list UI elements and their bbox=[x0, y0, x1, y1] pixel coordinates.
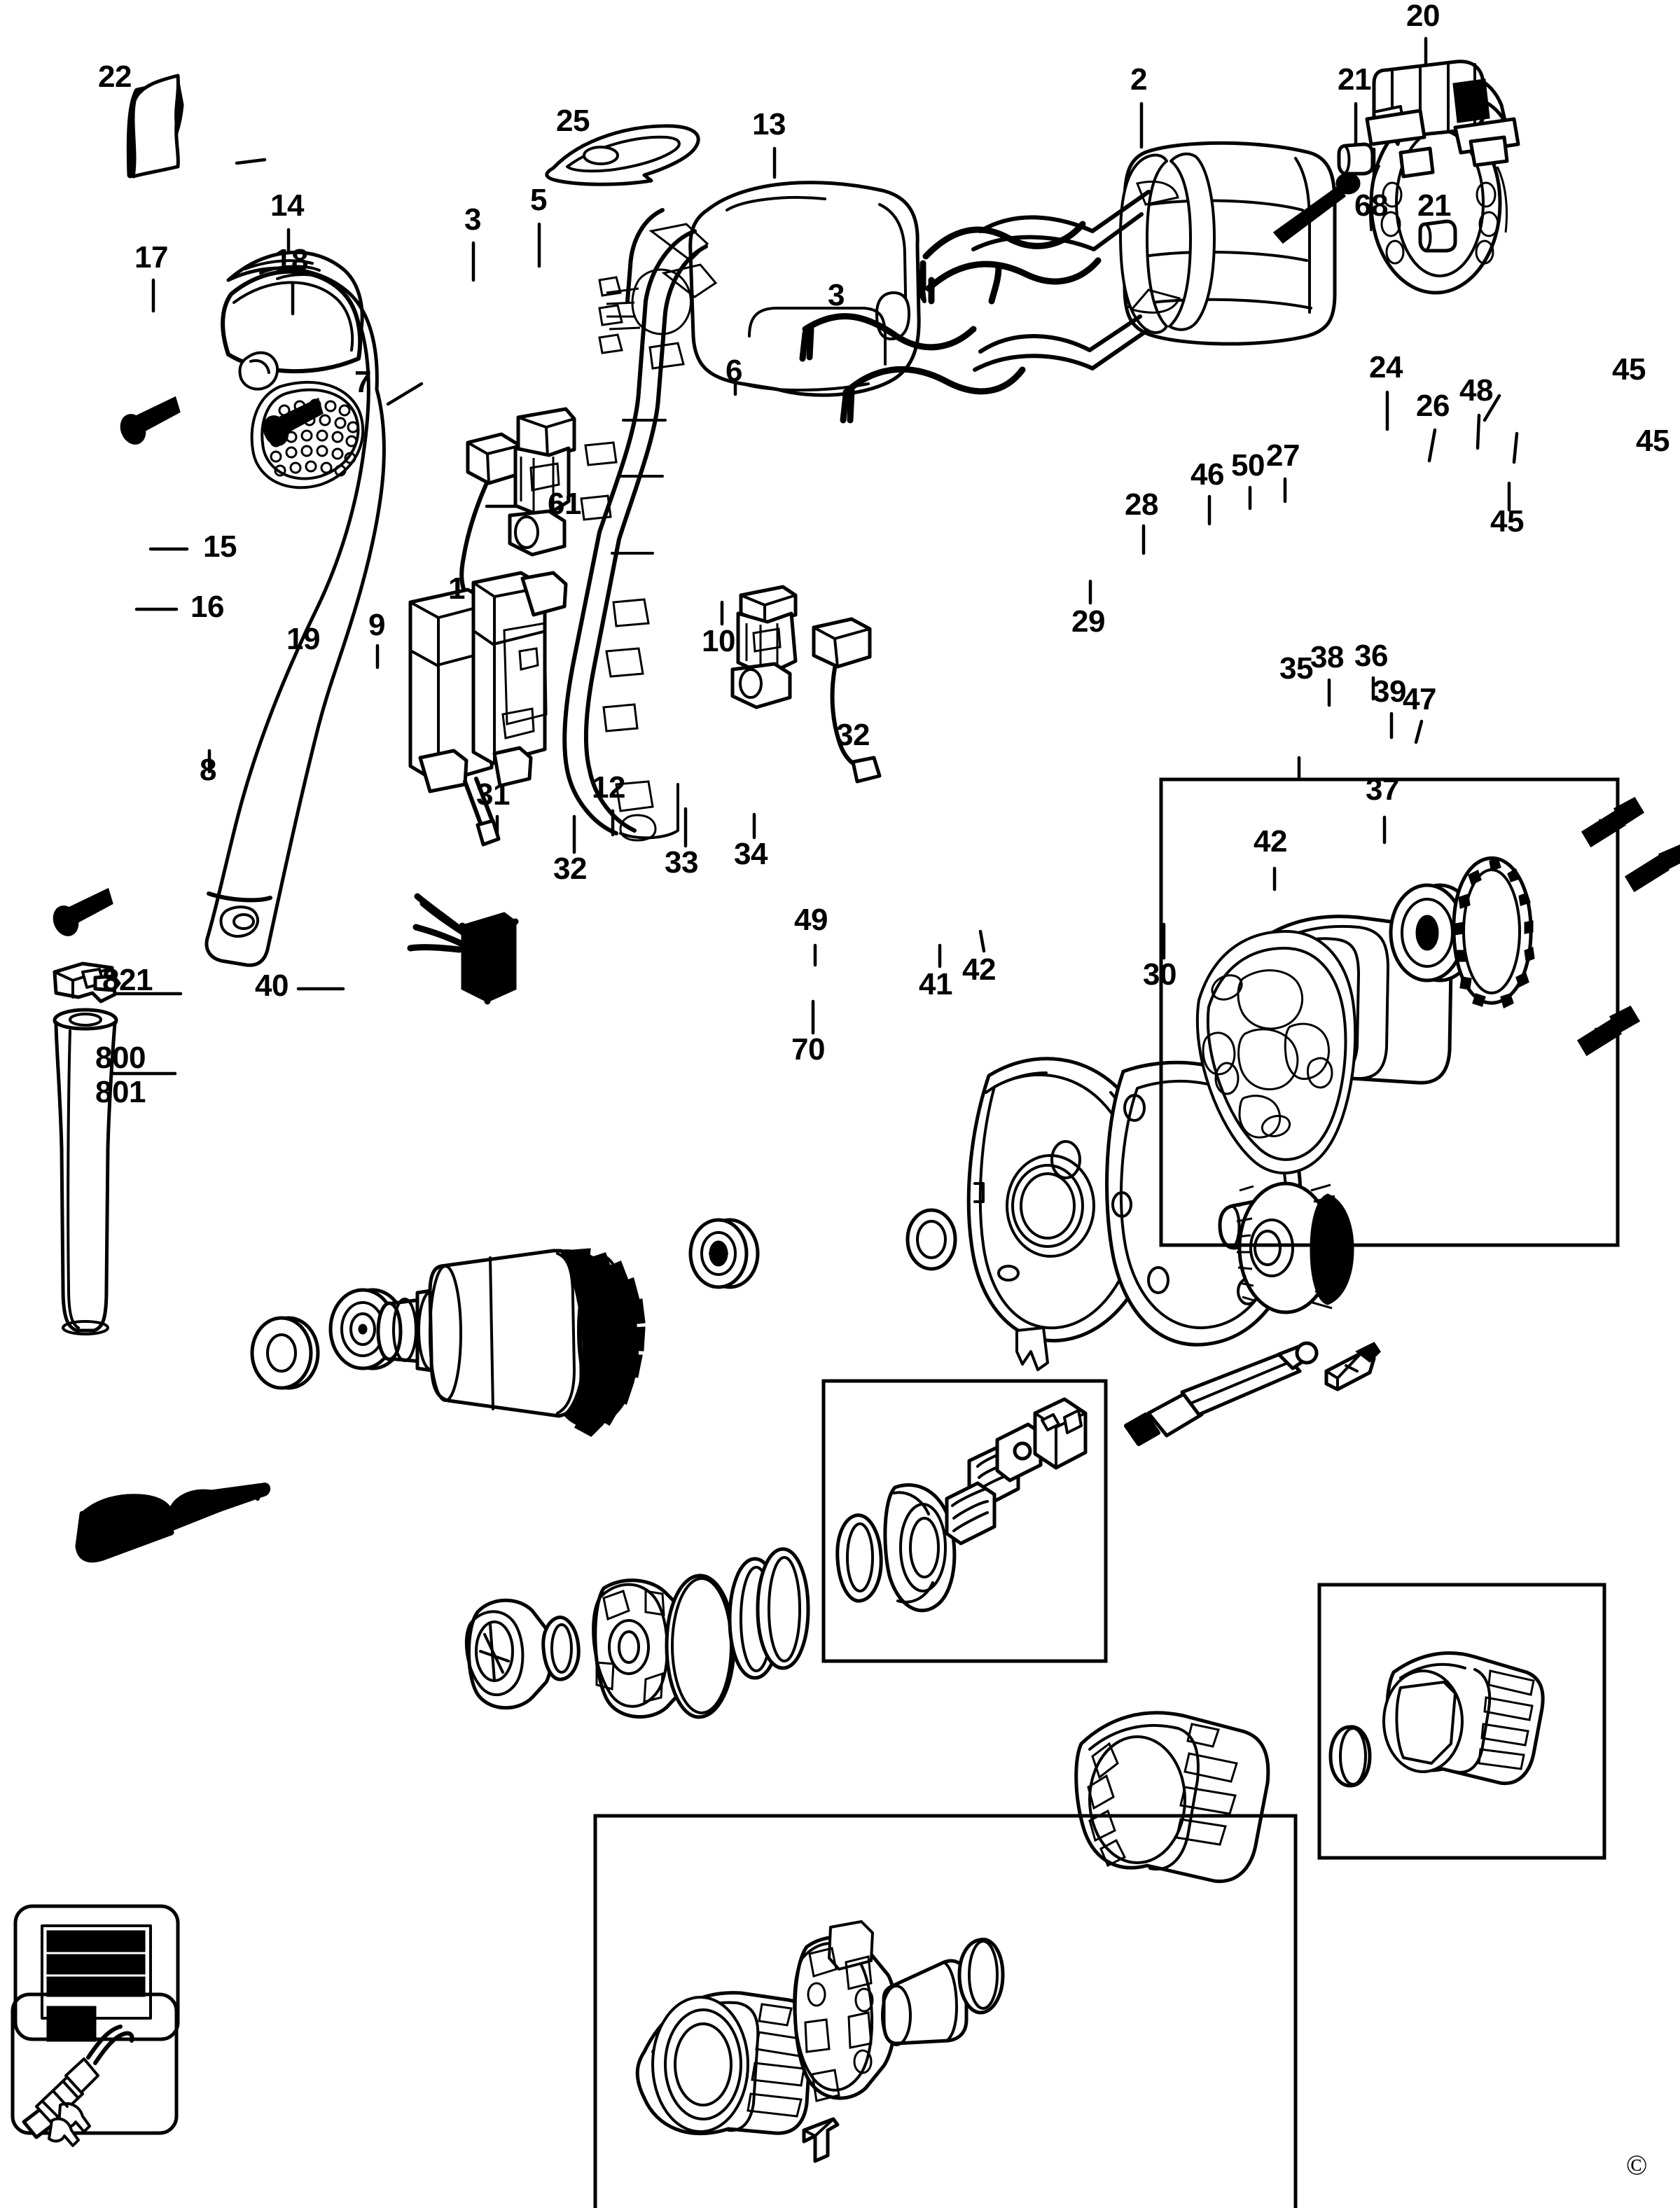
part-14-handle bbox=[204, 250, 386, 967]
part-29-washer bbox=[905, 1208, 957, 1271]
callout-50: 50 bbox=[1231, 448, 1265, 482]
part-15-depth-stop-clip bbox=[53, 961, 121, 1004]
part-3-terminal-lower bbox=[812, 617, 882, 784]
part-6-connector bbox=[730, 585, 798, 709]
part-30-chuck-collar bbox=[1074, 1711, 1270, 1883]
callout-70: 70 bbox=[791, 1032, 825, 1067]
group-40-box bbox=[593, 1814, 1298, 2208]
callout-33: 33 bbox=[665, 845, 698, 880]
callout-8: 8 bbox=[200, 753, 216, 787]
part-45-screws bbox=[1576, 797, 1680, 1057]
callout-17: 17 bbox=[134, 240, 168, 275]
callout-2: 2 bbox=[1130, 62, 1147, 97]
callout-45-c: 45 bbox=[1490, 504, 1524, 539]
callout-22: 22 bbox=[98, 60, 132, 94]
part-38-clutch-assembly bbox=[835, 1397, 1088, 1613]
callout-36: 36 bbox=[1354, 639, 1388, 673]
group-821-label-box bbox=[13, 1904, 180, 2042]
part-5-switch-carrier bbox=[508, 407, 576, 557]
part-20-brush-holder-ring bbox=[1365, 60, 1520, 295]
group-800-801-tool-box bbox=[11, 1992, 179, 2147]
part-32-retaining-ring bbox=[541, 1616, 581, 1681]
callout-45-a: 45 bbox=[1612, 352, 1646, 387]
part-40-chuck-assembly bbox=[635, 1920, 1005, 2163]
callout-46: 46 bbox=[1190, 457, 1224, 492]
part-17-screw bbox=[120, 396, 181, 445]
callout-45-b: 45 bbox=[1636, 424, 1669, 458]
part-8-power-cord-plug bbox=[75, 1483, 271, 1563]
callout-800-801: 800 801 bbox=[95, 1041, 146, 1110]
callout-37: 37 bbox=[1366, 772, 1399, 807]
callout-9: 9 bbox=[368, 608, 385, 642]
callout-20: 20 bbox=[1406, 0, 1440, 33]
screw-lower-left bbox=[53, 887, 113, 936]
part-31-lock-nut bbox=[464, 1598, 553, 1710]
part-27-spindle-gear bbox=[1236, 1181, 1354, 1314]
callout-40: 40 bbox=[255, 968, 289, 1003]
callout-28: 28 bbox=[1125, 487, 1158, 522]
callout-42-in-37: 42 bbox=[1254, 824, 1287, 859]
callout-18: 18 bbox=[275, 243, 308, 277]
part-36-screwdriver-bit bbox=[1324, 1342, 1381, 1391]
callout-7: 7 bbox=[354, 365, 371, 399]
callout-42-in-40: 42 bbox=[962, 952, 996, 987]
callout-21-top: 21 bbox=[1338, 62, 1371, 97]
part-24-gearcase bbox=[1195, 856, 1535, 1174]
copyright-icon: © bbox=[1626, 2149, 1648, 2181]
part-34-spring-washers bbox=[728, 1547, 810, 1680]
callout-31: 31 bbox=[476, 777, 510, 812]
callout-49: 49 bbox=[794, 903, 828, 937]
group-37-box bbox=[1317, 1583, 1606, 1860]
callout-61: 61 bbox=[548, 487, 581, 521]
part-1-armature bbox=[250, 1248, 646, 1437]
part-25-cover-plate bbox=[545, 124, 700, 186]
callout-15: 15 bbox=[203, 529, 237, 564]
part-16-depth-rod bbox=[53, 1008, 118, 1335]
callout-25: 25 bbox=[556, 104, 590, 138]
part-37-chuck-sleeve bbox=[1382, 1651, 1545, 1786]
callout-14: 14 bbox=[270, 188, 304, 223]
part-42-ring-in-37 bbox=[1328, 1725, 1372, 1788]
part-68-screw bbox=[1272, 172, 1361, 244]
part-35-spindle-shaft bbox=[1124, 1341, 1319, 1446]
callout-27: 27 bbox=[1266, 438, 1300, 473]
callout-16: 16 bbox=[190, 590, 224, 624]
callout-35: 35 bbox=[1279, 651, 1313, 686]
part-21-bushing-top bbox=[1337, 142, 1375, 176]
part-18-screw bbox=[263, 397, 324, 446]
callout-3-lower: 3 bbox=[828, 278, 845, 312]
part-22-nameplate bbox=[126, 74, 184, 179]
callout-821: 821 bbox=[102, 963, 153, 997]
callout-12: 12 bbox=[592, 770, 625, 805]
callout-38: 38 bbox=[1310, 640, 1344, 674]
callout-3-upper: 3 bbox=[464, 202, 481, 237]
part-33-thrust-ring bbox=[665, 1574, 736, 1719]
callout-21-bottom: 21 bbox=[1417, 188, 1451, 223]
callout-6: 6 bbox=[726, 354, 742, 388]
callout-32-in-38: 32 bbox=[836, 718, 870, 752]
callout-10: 10 bbox=[702, 624, 735, 658]
callout-32-lower: 32 bbox=[553, 852, 587, 886]
group-38-box bbox=[821, 1379, 1108, 1663]
callout-5: 5 bbox=[530, 183, 547, 217]
callout-1: 1 bbox=[448, 571, 465, 606]
callout-30: 30 bbox=[1143, 957, 1176, 992]
callout-68: 68 bbox=[1354, 188, 1388, 223]
callout-24: 24 bbox=[1369, 350, 1403, 384]
part-2-field-stator bbox=[971, 141, 1337, 372]
callout-19: 19 bbox=[286, 622, 320, 656]
part-7-trigger-switch bbox=[408, 571, 568, 847]
part-13-motor-housing bbox=[562, 181, 921, 842]
callout-48: 48 bbox=[1459, 373, 1493, 408]
callout-39: 39 bbox=[1373, 674, 1406, 709]
callout-29: 29 bbox=[1071, 604, 1105, 639]
callout-47: 47 bbox=[1403, 682, 1436, 716]
callout-34: 34 bbox=[734, 837, 768, 871]
part-61-carbon-brush bbox=[407, 893, 519, 1005]
callout-26: 26 bbox=[1416, 389, 1450, 423]
callout-13: 13 bbox=[752, 107, 786, 141]
part-10-ball-bearing bbox=[688, 1218, 760, 1289]
callout-41: 41 bbox=[919, 967, 952, 1001]
